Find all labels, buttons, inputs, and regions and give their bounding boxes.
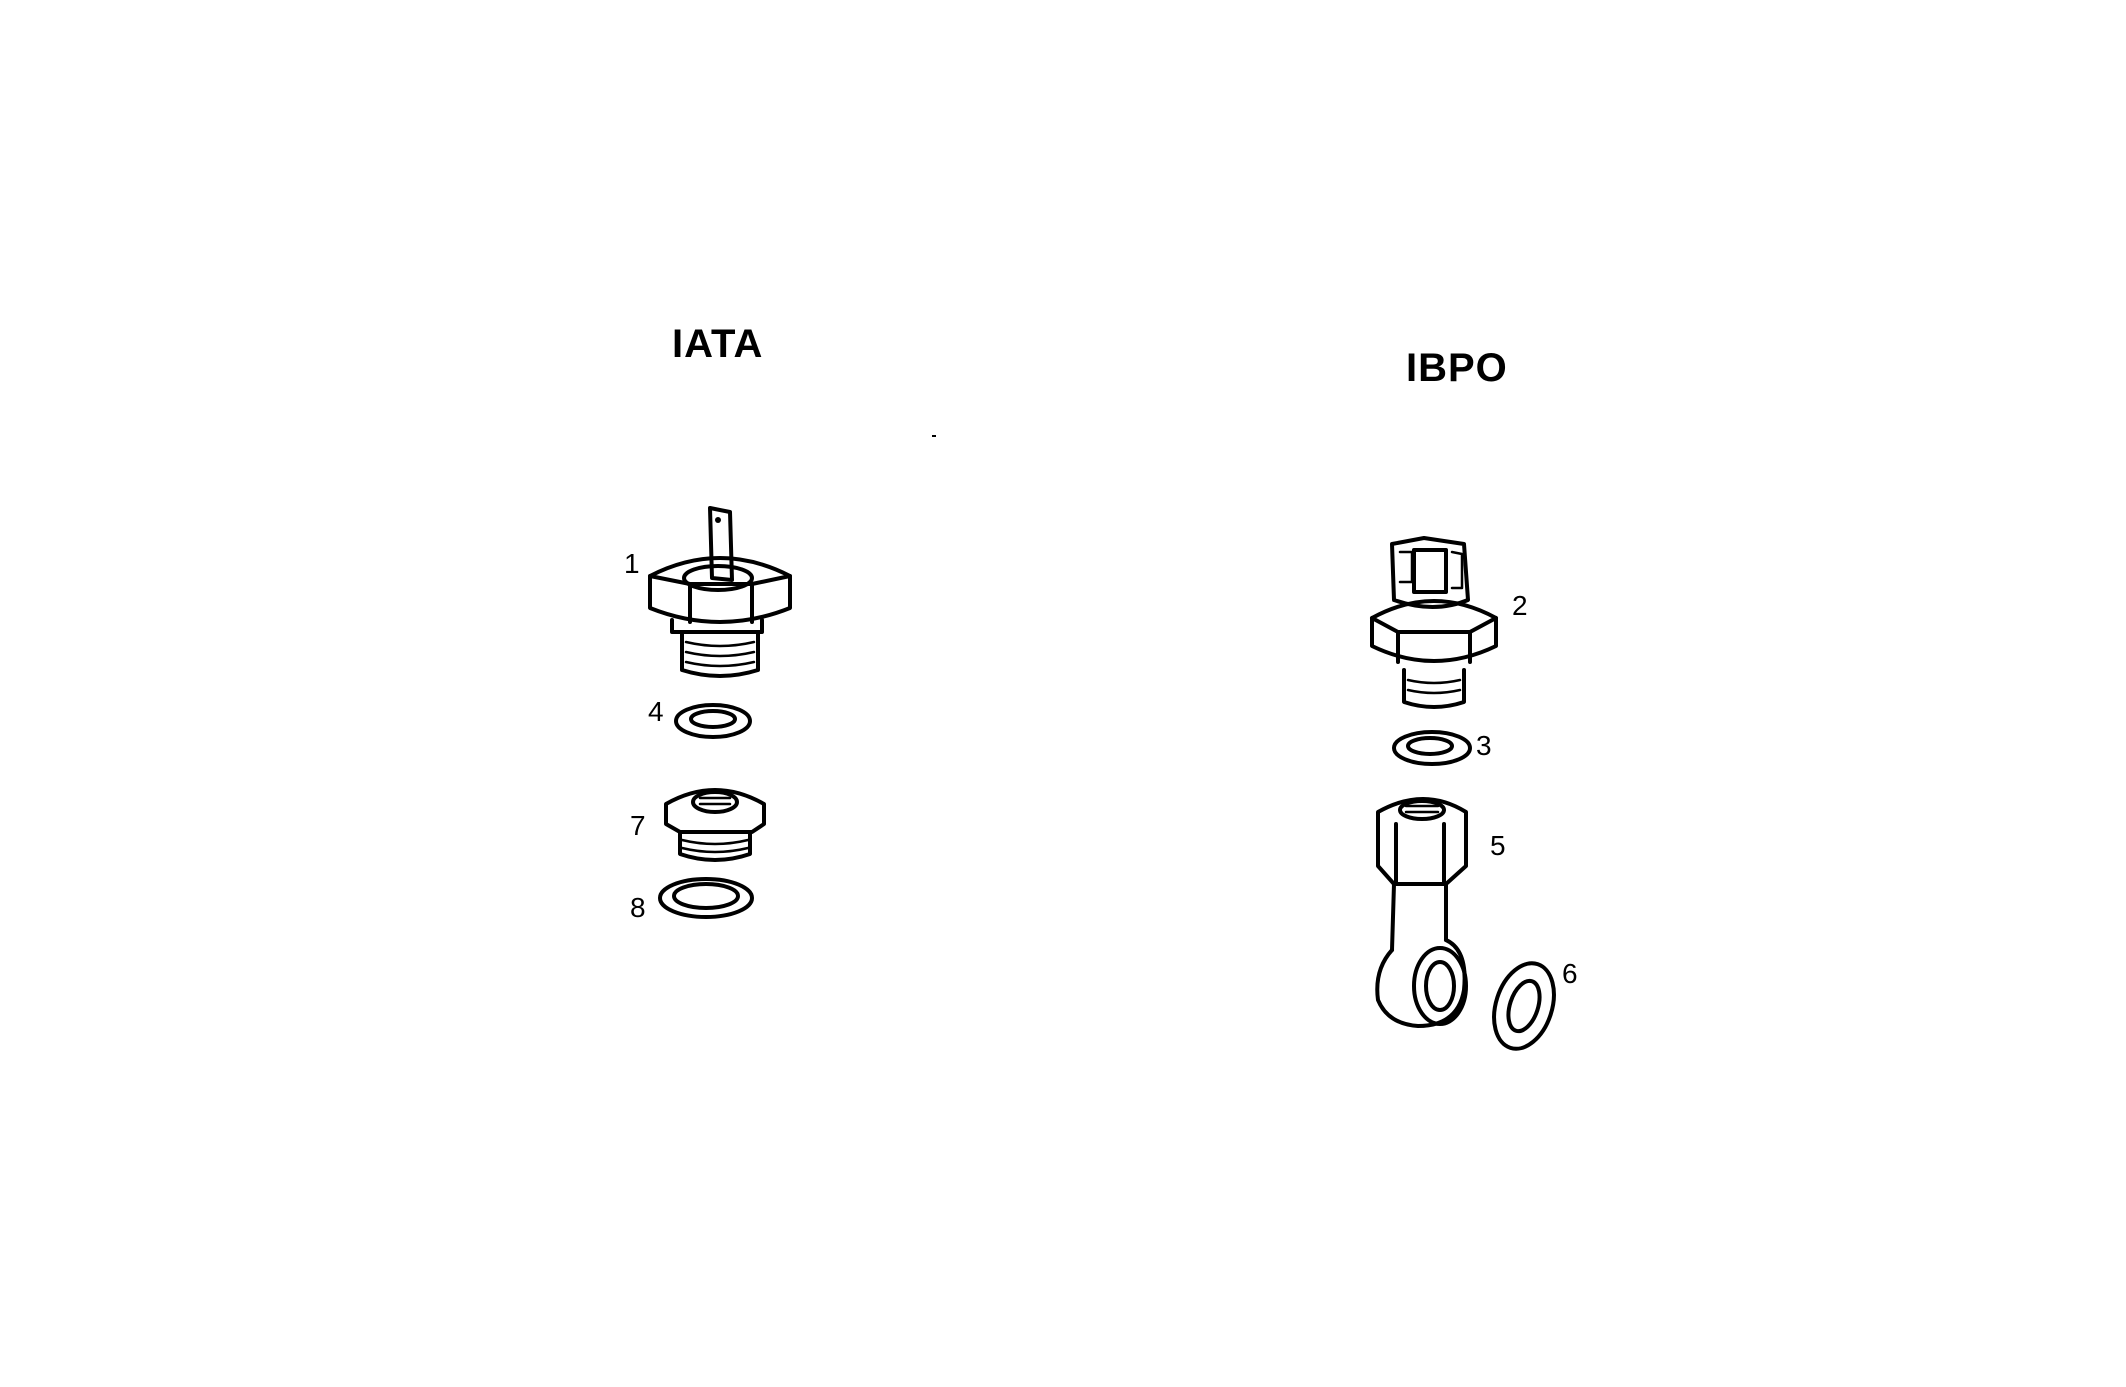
callout-2: 2 — [1512, 590, 1528, 621]
banjo-fitting-5-icon — [1375, 797, 1468, 1028]
group-title-ibpo: IBPO — [1406, 346, 1508, 390]
pressure-switch-2-icon — [1370, 536, 1498, 709]
callout-3: 3 — [1476, 730, 1492, 761]
washer-3-icon — [1392, 730, 1472, 766]
callout-1: 1 — [624, 548, 640, 579]
group-title-iata: IATA — [672, 322, 764, 366]
washer-4-icon — [674, 703, 752, 739]
washer-6-icon — [1492, 961, 1556, 1051]
adapter-nut-7-icon — [664, 788, 766, 862]
callout-6: 6 — [1562, 958, 1578, 989]
callout-4: 4 — [648, 696, 664, 727]
callout-8: 8 — [630, 892, 646, 923]
callout-5: 5 — [1490, 830, 1506, 861]
stray-mark — [932, 435, 936, 437]
washer-8-icon — [658, 877, 754, 919]
pressure-switch-1-icon — [648, 506, 792, 678]
callout-7: 7 — [630, 810, 646, 841]
